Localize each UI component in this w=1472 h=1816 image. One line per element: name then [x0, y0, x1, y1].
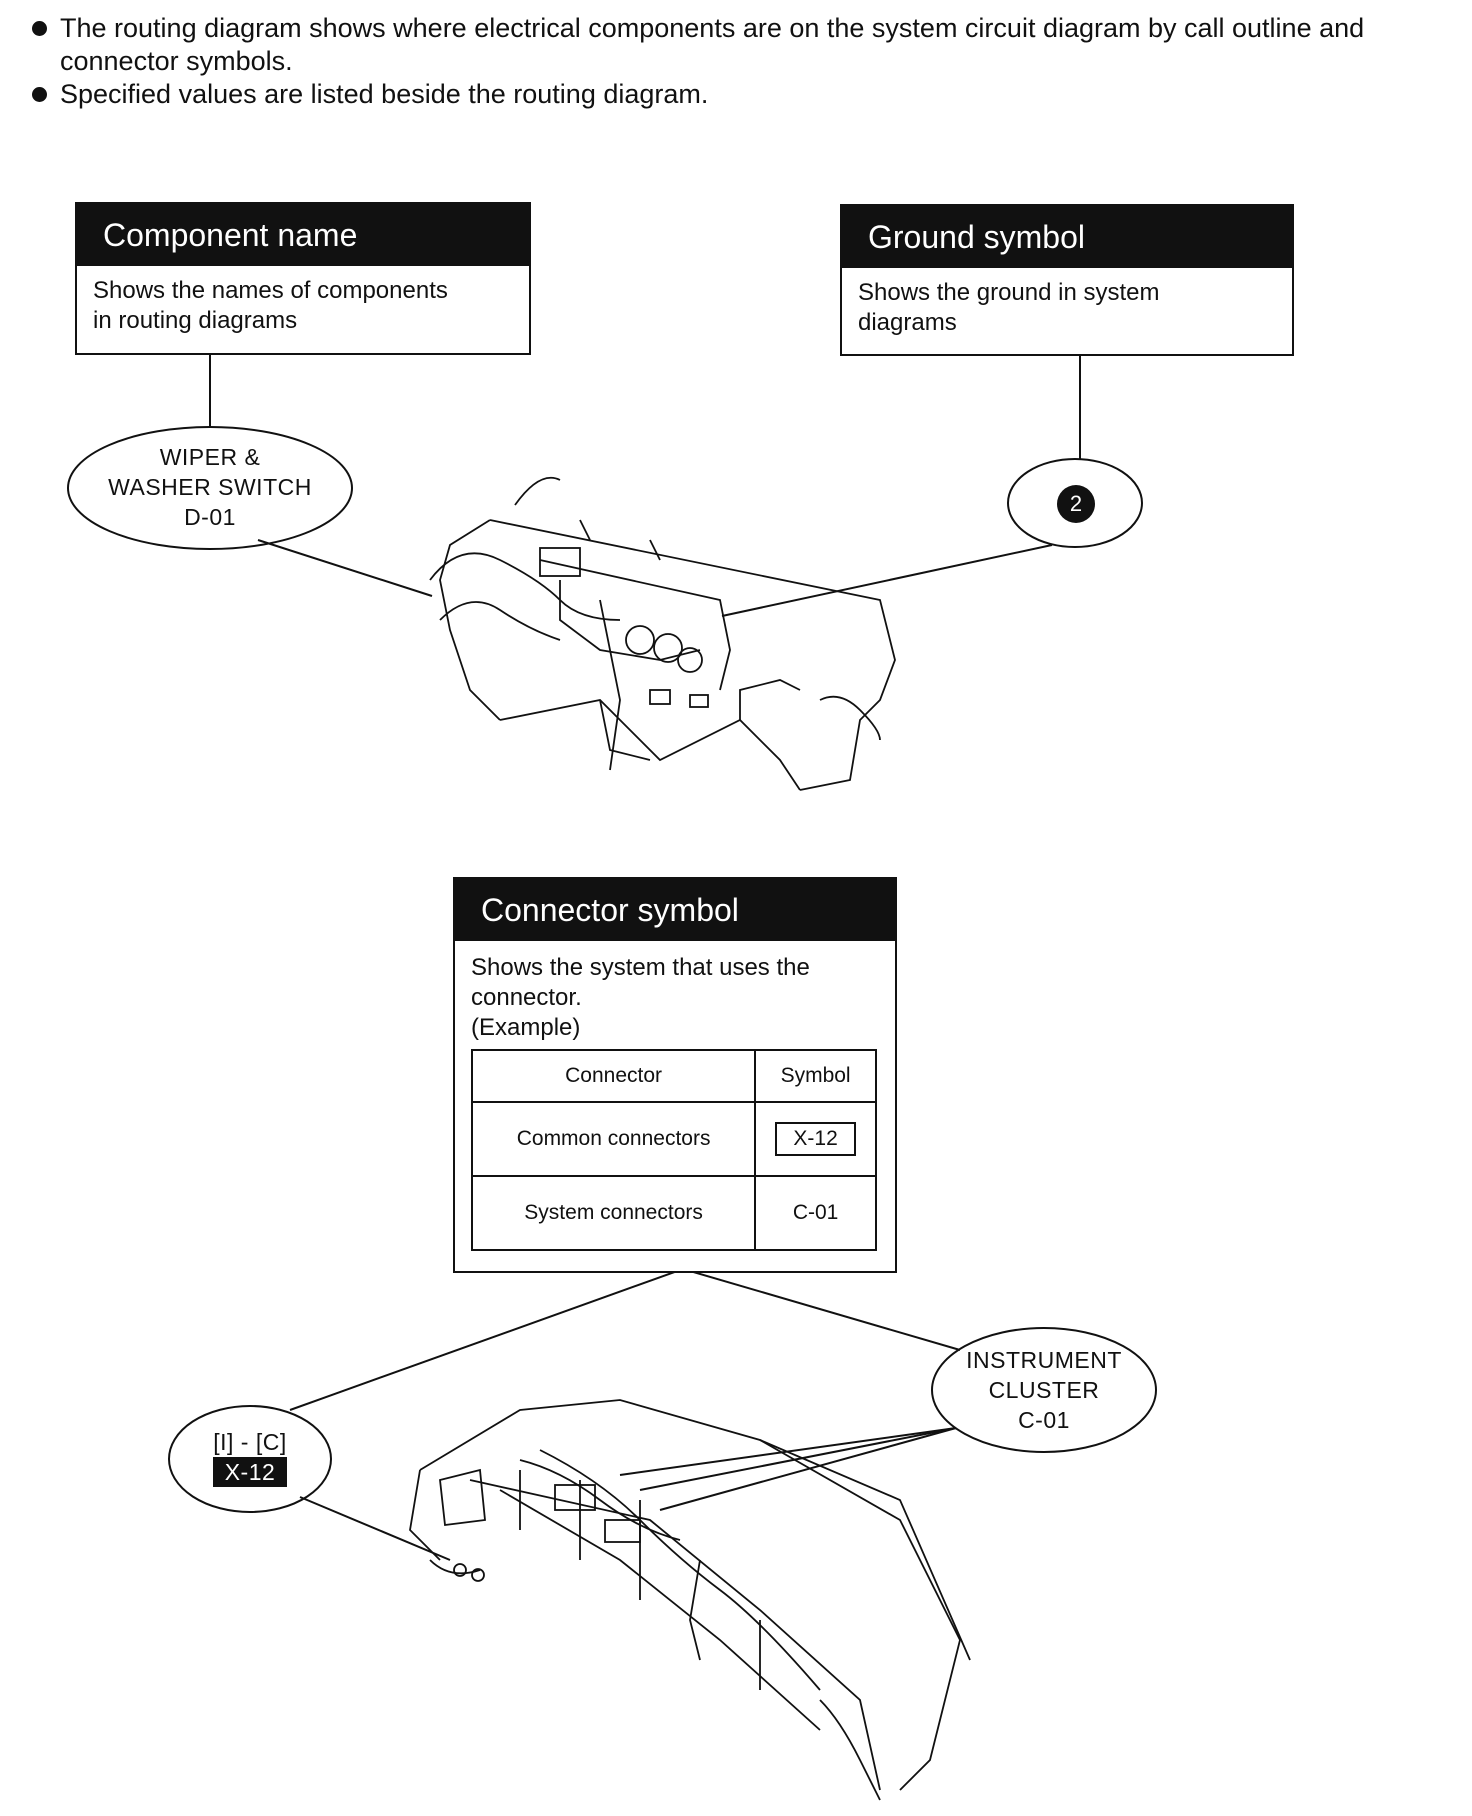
ground-desc-line: diagrams [858, 309, 957, 336]
wiper-callout-label: WIPER & WASHER SWITCH D-01 [90, 442, 330, 532]
table-cell-symbol: C-01 [754, 1175, 877, 1251]
component-name-desc: Shows the names of components in routing… [77, 266, 529, 346]
cluster-callout-label: INSTRUMENT CLUSTER C-01 [934, 1345, 1154, 1435]
ground-symbol-desc: Shows the ground in system diagrams [842, 268, 1292, 348]
component-desc-line: in routing diagrams [93, 307, 298, 334]
bullet-dot-icon [32, 21, 47, 36]
connector-symbol-box: Connector symbol Shows the system that u… [453, 877, 897, 1273]
connector-pointer-line-right [682, 1268, 961, 1351]
ic-callout-ellipse [168, 1405, 332, 1513]
wiper-label-line: D-01 [184, 504, 236, 530]
connector-desc-line: connector. [471, 984, 582, 1011]
bullet-item: The routing diagram shows where electric… [30, 12, 1450, 78]
table-cell-connector: Common connectors [470, 1101, 757, 1177]
x12-inverse-badge: X-12 [212, 1457, 288, 1487]
cluster-pointer-line-2 [639, 1427, 957, 1491]
ground-symbol-box: Ground symbol Shows the ground in system… [840, 204, 1294, 356]
wiper-callout-ellipse [67, 426, 353, 550]
table-cell-symbol: X-12 [754, 1101, 877, 1177]
table-header-cell: Symbol [754, 1049, 877, 1103]
ground-desc-line: Shows the ground in system [858, 279, 1160, 306]
table-row: Common connectors X-12 [470, 1101, 877, 1177]
cluster-label-line: CLUSTER [988, 1377, 1100, 1403]
common-connector-badge: X-12 [775, 1122, 856, 1156]
bullet-text: Specified values are listed beside the r… [60, 79, 709, 109]
ground-callout-ellipse [1007, 458, 1143, 548]
bullet-item: Specified values are listed beside the r… [30, 78, 1450, 111]
ground-pointer-line [721, 544, 1053, 617]
connector-example-label: (Example) [471, 1014, 581, 1041]
ground-symbol-title: Ground symbol [842, 206, 1292, 268]
table-header-row: Connector Symbol [470, 1049, 877, 1103]
component-desc-line: Shows the names of components [93, 277, 448, 304]
connector-desc-line: Shows the system that uses the [471, 954, 810, 981]
ic-pointer-line [299, 1496, 451, 1561]
bullet-text: The routing diagram shows where electric… [60, 13, 1365, 76]
connector-symbol-title: Connector symbol [455, 879, 895, 941]
wiper-label-line: WASHER SWITCH [108, 474, 312, 500]
table-cell-connector: System connectors [470, 1175, 757, 1251]
lower-dashboard-drawing [409, 1399, 971, 1801]
ic-label-line: [I] - [C] [213, 1429, 287, 1455]
cluster-callout-ellipse [931, 1327, 1157, 1453]
connector-pointer-line-left [289, 1268, 684, 1411]
table-header-cell: Connector [470, 1049, 757, 1103]
component-name-title: Component name [77, 204, 529, 266]
connector-example-table: Connector Symbol Common connectors X-12 … [470, 1049, 877, 1251]
cluster-pointer-line-3 [659, 1427, 957, 1511]
cluster-label-line: C-01 [1018, 1407, 1070, 1433]
ground-number-icon: 2 [1057, 485, 1095, 523]
cluster-label-line: INSTRUMENT [966, 1347, 1122, 1373]
table-row: System connectors C-01 [470, 1175, 877, 1251]
connector-symbol-desc: Shows the system that uses the connector… [455, 941, 895, 1043]
upper-dashboard-drawing [429, 476, 896, 791]
bullet-dot-icon [32, 87, 47, 102]
wiper-pointer-line [257, 539, 433, 597]
ic-callout-label: [I] - [C] X-12 [180, 1427, 320, 1487]
intro-bullets: The routing diagram shows where electric… [30, 12, 1450, 111]
component-name-box: Component name Shows the names of compon… [75, 202, 531, 355]
wiper-label-line: WIPER & [159, 444, 261, 470]
